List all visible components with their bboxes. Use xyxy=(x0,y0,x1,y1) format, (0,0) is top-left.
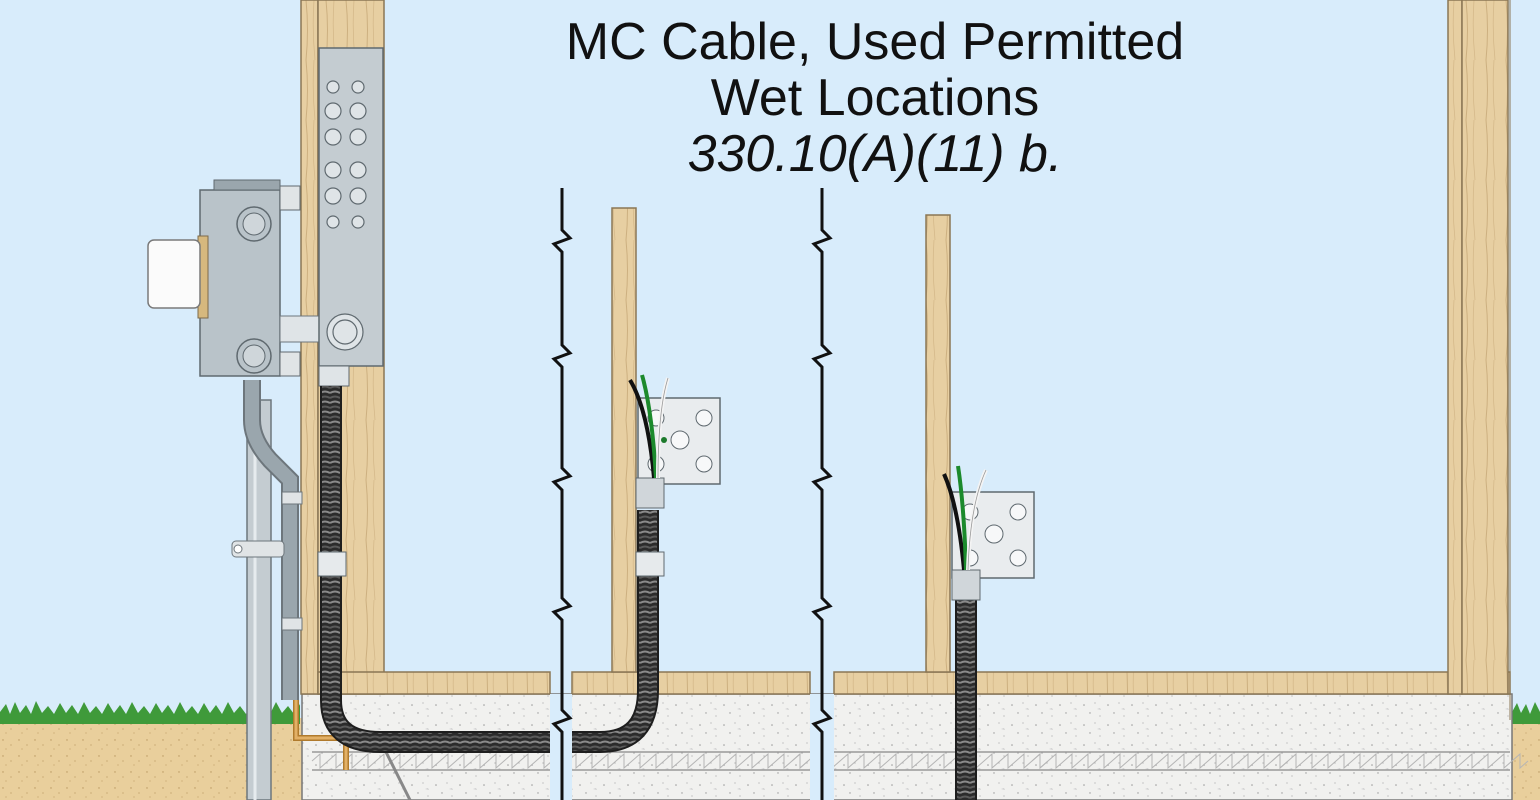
junction-box-1 xyxy=(628,374,721,509)
grass-left xyxy=(0,701,300,724)
bottom-plate-left xyxy=(317,671,551,695)
mc-cable-strap-1 xyxy=(317,551,347,577)
conduit-clamp xyxy=(231,540,285,558)
conduit-strap-2 xyxy=(281,617,303,631)
code-reference: 330.10(A)(11) b. xyxy=(687,125,1063,183)
service-nipple xyxy=(279,315,321,343)
break-line-1 xyxy=(551,188,573,800)
title-line-1: MC Cable, Used Permitted xyxy=(565,13,1185,71)
mc-cable-strap-2 xyxy=(635,551,665,577)
wall-stud-right xyxy=(1461,0,1509,695)
meter-socket xyxy=(147,179,301,377)
bottom-plate-middle xyxy=(571,671,811,695)
wall-stud-right-outer xyxy=(1447,0,1463,695)
outer-wall-stud xyxy=(300,0,319,695)
grass-right xyxy=(1510,702,1540,724)
wall-stud-middle xyxy=(611,207,637,673)
break-line-2 xyxy=(811,188,833,800)
junction-box-2 xyxy=(942,465,1035,601)
title-line-2: Wet Locations xyxy=(710,69,1040,127)
panelboard xyxy=(318,47,384,387)
bottom-plate-right xyxy=(833,671,1511,695)
diagram-title: MC Cable, Used Permitted Wet Locations 3… xyxy=(520,14,1230,182)
wall-stud-right-interior xyxy=(925,214,951,673)
conduit-strap-1 xyxy=(281,491,303,505)
